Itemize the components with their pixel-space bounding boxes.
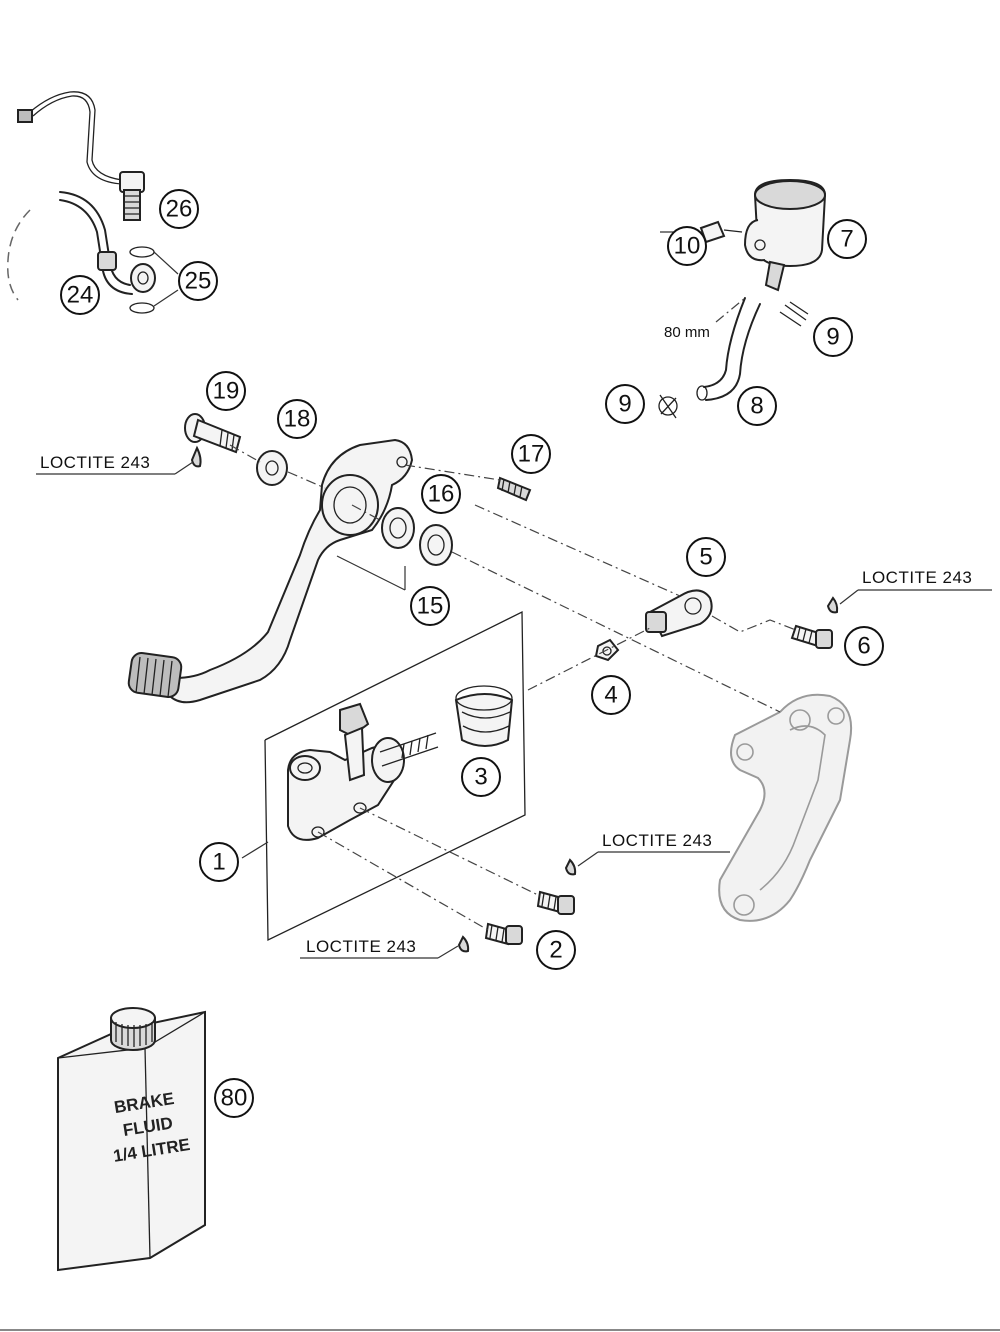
callout-6: 6 (844, 626, 884, 666)
svg-text:1: 1 (212, 849, 225, 876)
svg-text:17: 17 (518, 441, 545, 468)
callout-24: 24 (60, 275, 100, 315)
mounting-bolts (457, 858, 577, 953)
loctite-note-upper-bolt: LOCTITE 243 (602, 831, 712, 850)
clevis-and-bolt (594, 589, 839, 662)
svg-text:3: 3 (474, 764, 487, 791)
callout-16: 16 (421, 474, 461, 514)
pedal-bushings (336, 476, 532, 591)
callout-26: 26 (159, 189, 199, 229)
reservoir-hose: 80 mm (658, 297, 809, 419)
assembly-lines (229, 297, 797, 931)
svg-text:8: 8 (750, 393, 763, 420)
svg-text:2: 2 (549, 937, 562, 964)
brake-hose-banjo (6, 191, 179, 314)
brake-pedal (127, 438, 414, 704)
callout-2: 2 (536, 930, 576, 970)
brake-fluid-can: BRAKE FLUID 1/4 LITRE (57, 1007, 206, 1272)
master-cylinder-assembly (241, 610, 526, 942)
loctite-note-lower-bolt: LOCTITE 243 (306, 937, 416, 956)
callout-17: 17 (511, 434, 551, 474)
svg-text:80: 80 (221, 1085, 248, 1112)
callout-9-right: 9 (813, 317, 853, 357)
callout-80: 80 (214, 1078, 254, 1118)
frame-footrest-bracket (718, 693, 852, 922)
svg-text:18: 18 (284, 406, 311, 433)
callout-10: 10 (667, 226, 707, 266)
callout-15: 15 (410, 586, 450, 626)
svg-text:25: 25 (185, 268, 212, 295)
loctite-notes: LOCTITE 243 LOCTITE 243 LOCTITE 243 LOCT… (36, 453, 992, 959)
callout-9-left: 9 (605, 384, 645, 424)
callout-3: 3 (461, 757, 501, 797)
callout-1: 1 (199, 842, 239, 882)
callout-18: 18 (277, 399, 317, 439)
hose-length-label: 80 mm (664, 324, 710, 341)
svg-text:26: 26 (166, 196, 193, 223)
brake-light-switch (17, 91, 145, 221)
svg-text:24: 24 (67, 282, 94, 309)
svg-text:9: 9 (826, 324, 839, 351)
svg-text:19: 19 (213, 378, 240, 405)
svg-text:7: 7 (840, 226, 853, 253)
callout-7: 7 (827, 219, 867, 259)
callout-8: 8 (737, 386, 777, 426)
loctite-note-pivot: LOCTITE 243 (40, 453, 150, 472)
svg-text:6: 6 (857, 633, 870, 660)
brake-fluid-reservoir (699, 178, 827, 292)
svg-text:4: 4 (604, 682, 617, 709)
loctite-note-clevis-bolt: LOCTITE 243 (862, 568, 972, 587)
svg-text:15: 15 (417, 593, 444, 620)
svg-text:16: 16 (428, 481, 455, 508)
svg-text:10: 10 (674, 233, 701, 260)
callout-19: 19 (206, 371, 246, 411)
callout-25: 25 (178, 261, 218, 301)
svg-text:9: 9 (618, 391, 631, 418)
callout-5: 5 (686, 537, 726, 577)
svg-text:5: 5 (699, 544, 712, 571)
callout-4: 4 (591, 675, 631, 715)
pivot-bolt-washer (184, 413, 288, 486)
